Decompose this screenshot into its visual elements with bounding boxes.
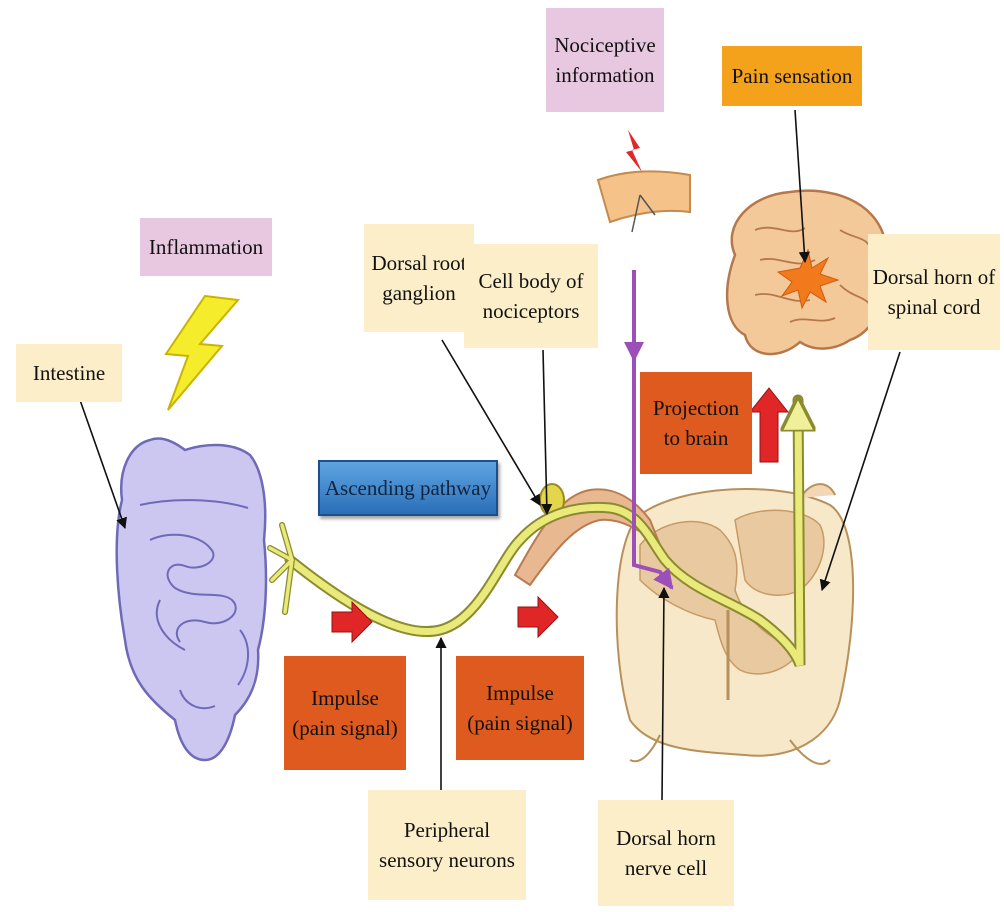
arm-illustration	[598, 171, 690, 222]
inflammation-label: Inflammation	[140, 218, 272, 276]
pain-spark-icon	[626, 130, 642, 172]
impulse-pain-signal-right-label: Impulse (pain signal)	[456, 656, 584, 760]
nociceptive-information-label: Nociceptive information	[546, 8, 664, 112]
pain-sensation-label: Pain sensation	[722, 46, 862, 106]
cell-body-nociceptors-label: Cell body of nociceptors	[464, 244, 598, 348]
projection-to-brain-label: Projection to brain	[640, 372, 752, 474]
impulse-pain-signal-left-label: Impulse (pain signal)	[284, 656, 406, 770]
projection-up-arrow	[750, 388, 788, 462]
dendrite-branches	[270, 525, 292, 612]
brain-illustration	[727, 191, 889, 354]
lightning-bolt-icon	[166, 296, 238, 410]
dorsal-horn-spinal-cord-label: Dorsal horn of spinal cord	[868, 234, 1000, 350]
peripheral-sensory-neurons-label: Peripheral sensory neurons	[368, 790, 526, 900]
impulse-arrow-right	[518, 597, 558, 637]
intestine-label: Intestine	[16, 344, 122, 402]
dorsal-root-ganglion-label: Dorsal root ganglion	[364, 224, 474, 332]
ascending-pathway-label: Ascending pathway	[318, 460, 498, 516]
intestine-illustration	[117, 438, 266, 760]
dorsal-horn-nerve-cell-label: Dorsal horn nerve cell	[598, 800, 734, 906]
